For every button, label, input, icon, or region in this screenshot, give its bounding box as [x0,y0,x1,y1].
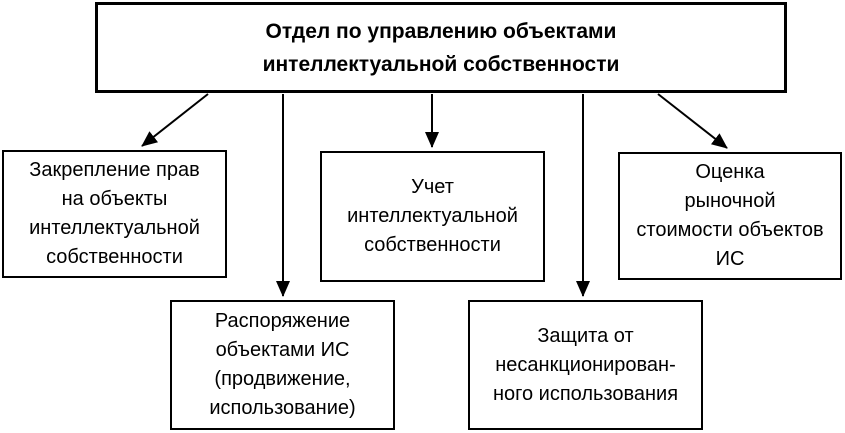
node-rights-registration: Закрепление прав на объекты интеллектуал… [2,150,227,278]
node-ip-disposal: Распоряжение объектами ИС (продвижение, … [170,300,395,430]
arrow-root-to-market-valuation [657,93,728,149]
node-ip-accounting: Учет интеллектуальной собственности [320,151,545,282]
arrow-root-to-rights-registration [141,93,209,147]
node-ip-department: Отдел по управлению объектами интеллекту… [95,2,787,93]
node-unauthorized-use-protection: Защита от несанкционирован- ного использ… [468,300,703,430]
node-market-valuation: Оценка рыночной стоимости объектов ИС [618,152,842,280]
